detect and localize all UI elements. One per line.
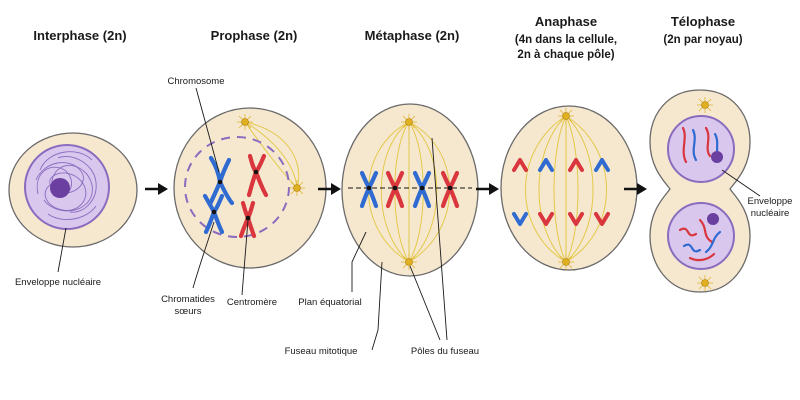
- leader-telophase-envelope: [721, 169, 761, 197]
- metaphase-membrane: [341, 103, 479, 277]
- arrow-3: [476, 183, 499, 195]
- label-telophase-envelope-line1: Enveloppe: [748, 196, 793, 207]
- metaphase-cell: [341, 103, 479, 277]
- anaphase-membrane: [500, 105, 638, 271]
- telophase-centrosome-bottom: [697, 275, 713, 291]
- anaphase-chromatid-bottom-4: [594, 212, 610, 226]
- title-metaphase: Métaphase (2n): [365, 28, 460, 43]
- prophase-centromeres: [211, 169, 259, 221]
- leader-equatorial-plane: [351, 231, 367, 292]
- anaphase-chromatid-top-3: [568, 158, 584, 172]
- title-anaphase: Anaphase: [535, 14, 597, 29]
- leader-pole-bottom: [409, 265, 441, 341]
- title-telophase: Télophase: [671, 14, 735, 29]
- title-interphase: Interphase (2n): [33, 28, 126, 43]
- anaphase-chromatid-bottom-1: [512, 212, 528, 226]
- leader-sister-chromatids: [192, 221, 215, 289]
- telophase-nucleolus-top: [711, 151, 723, 163]
- telophase-centrosome-top: [697, 97, 713, 113]
- title-prophase: Prophase (2n): [211, 28, 298, 43]
- title-anaphase-line3: 2n à chaque pôle): [517, 49, 614, 61]
- prophase-centrosome-right: [289, 180, 305, 196]
- interphase-chromatin: [35, 151, 97, 221]
- telophase-chromatin-bottom: [678, 218, 722, 262]
- anaphase-cell: [500, 105, 638, 271]
- anaphase-centrosome-top: [558, 108, 574, 124]
- anaphase-chromosomes: [512, 158, 610, 226]
- metaphase-centromeres: [366, 185, 453, 191]
- label-telophase-envelope-line2: nucléaire: [751, 208, 790, 219]
- anaphase-chromatid-top-2: [538, 158, 554, 172]
- leader-centromere: [241, 219, 249, 296]
- label-mitotic-spindle: Fuseau mitotique: [285, 346, 358, 357]
- interphase-cell: [8, 132, 138, 248]
- leader-chromosome: [195, 87, 220, 173]
- anaphase-centrosome-bottom: [558, 254, 574, 270]
- prophase-cell: [173, 107, 327, 269]
- leader-interphase-envelope: [57, 227, 67, 273]
- leader-mitotic-spindle: [371, 261, 383, 351]
- arrow-2: [318, 183, 341, 195]
- arrow-1: [145, 183, 168, 195]
- title-telophase-line2: (2n par noyau): [663, 34, 742, 46]
- anaphase-chromatid-top-4: [594, 158, 610, 172]
- telophase-cell: [649, 89, 751, 293]
- anaphase-chromatid-bottom-3: [568, 212, 584, 226]
- metaphase-centrosome-top: [401, 114, 417, 130]
- stage-titles: Interphase (2n) Prophase (2n) Métaphase …: [33, 14, 742, 61]
- label-interphase-envelope: Enveloppe nucléaire: [15, 277, 101, 288]
- title-anaphase-line2: (4n dans la cellule,: [515, 34, 617, 46]
- prophase-centrosome-top: [237, 114, 253, 130]
- label-equatorial-plane: Plan équatorial: [298, 297, 361, 308]
- label-chromosome: Chromosome: [167, 76, 224, 87]
- leader-pole-top: [431, 137, 448, 341]
- label-sister-chromatids-line2: sœurs: [175, 306, 202, 317]
- anaphase-spindle: [525, 115, 607, 263]
- telophase-nucleolus-bottom: [707, 213, 719, 225]
- anaphase-chromatid-bottom-2: [538, 212, 554, 226]
- label-spindle-poles: Pôles du fuseau: [411, 346, 479, 357]
- label-centromere: Centromère: [227, 297, 277, 308]
- prophase-fragmented-envelope: [184, 136, 290, 238]
- anaphase-chromatid-top-1: [512, 158, 528, 172]
- label-sister-chromatids-line1: Chromatides: [161, 294, 215, 305]
- arrow-4: [624, 183, 647, 195]
- metaphase-centrosome-bottom: [401, 254, 417, 270]
- interphase-nucleolus: [50, 178, 70, 198]
- telophase-nucleus-top: [667, 115, 735, 183]
